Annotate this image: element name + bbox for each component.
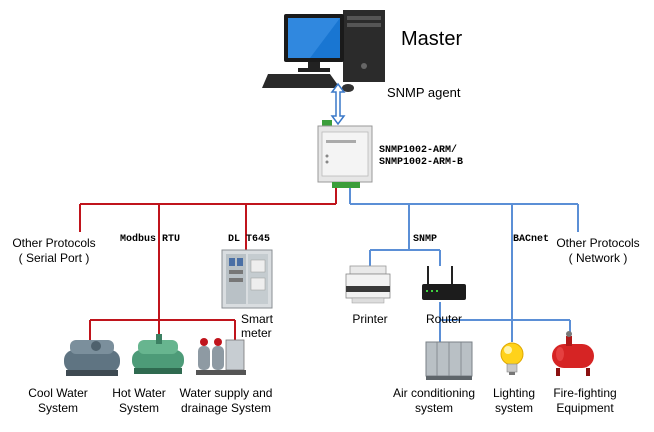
printer-icon — [345, 265, 391, 304]
light-bulb-icon — [500, 342, 524, 375]
gateway-model-line2: SNMP1002-ARM-B — [379, 157, 464, 168]
router-icon — [422, 266, 466, 300]
left-protocols-line2: ( Serial Port ) — [18, 251, 90, 265]
fire-fighting-line2: Equipment — [556, 401, 614, 415]
cool-water-line2: System — [37, 401, 78, 415]
hot-water-line2: System — [118, 401, 159, 415]
right-protocols-line2: ( Network ) — [568, 251, 628, 265]
hot-water-chiller-icon — [132, 334, 184, 374]
double-arrow-icon — [330, 82, 346, 126]
air-conditioning-line1: Air conditioning — [392, 386, 476, 400]
cool-water-chiller-icon — [64, 340, 120, 376]
lighting-line2: system — [494, 401, 533, 415]
gateway-model-line1: SNMP1002-ARM/ — [379, 145, 458, 156]
snmp-agent-label: SNMP agent — [387, 85, 461, 100]
cool-water-line1: Cool Water — [28, 386, 88, 400]
dl-t645-label: DL T645 — [228, 234, 271, 245]
water-supply-pump-icon — [196, 338, 246, 375]
air-conditioning-icon — [425, 341, 473, 380]
computer-icon — [262, 10, 385, 92]
fire-fighting-tank-icon — [552, 331, 594, 376]
lighting-line1: Lighting — [492, 386, 536, 400]
master-title: Master — [401, 28, 463, 50]
left-protocols-line1: Other Protocols — [12, 236, 96, 250]
snmp-bus-label: SNMP — [413, 234, 438, 245]
fire-fighting-line1: Fire-fighting — [553, 386, 617, 400]
gateway-icon — [317, 120, 373, 188]
water-supply-line2: drainage System — [180, 401, 272, 415]
smart-meter-line2: meter — [241, 326, 272, 340]
right-protocols-line1: Other Protocols — [556, 236, 640, 250]
water-supply-line1: Water supply and — [179, 386, 273, 400]
bacnet-bus-label: BACnet — [513, 234, 550, 245]
hot-water-line1: Hot Water — [112, 386, 166, 400]
network-bus — [349, 188, 579, 342]
router-label: Router — [425, 312, 463, 326]
smart-meter-icon — [221, 249, 273, 309]
printer-label: Printer — [352, 312, 388, 326]
modbus-rtu-label: Modbus RTU — [120, 234, 181, 245]
serial-bus — [79, 188, 337, 340]
air-conditioning-line2: system — [414, 401, 453, 415]
smart-meter-line1: Smart — [241, 312, 274, 326]
